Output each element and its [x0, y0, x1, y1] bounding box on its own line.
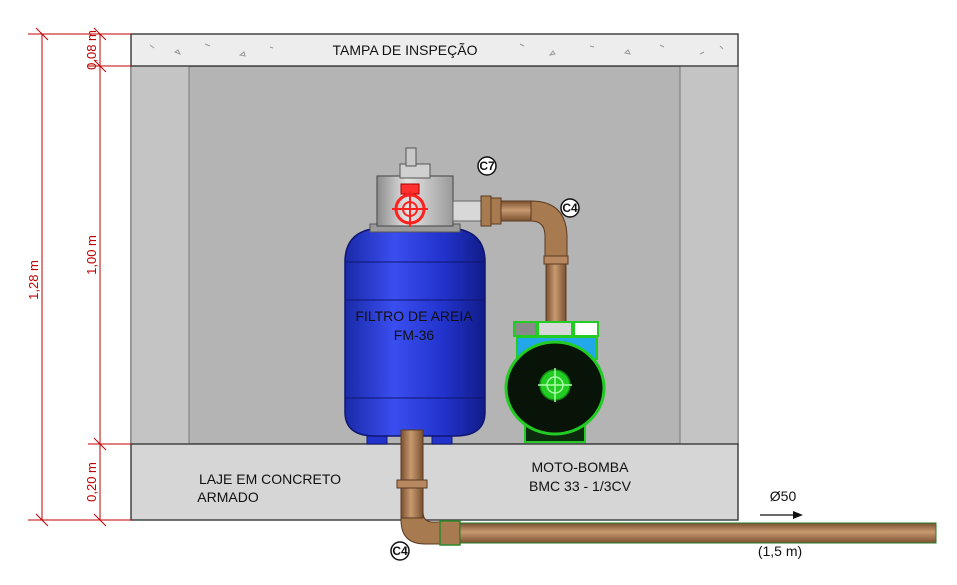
dimension-slab: 0,20 m — [84, 462, 99, 502]
dimension-lines — [28, 27, 131, 527]
concrete-slab: LAJE EM CONCRETO ARMADO MOTO-BOMBA BMC 3… — [130, 443, 739, 521]
selector-valve-icon — [392, 183, 428, 227]
callout-c4-top: C4 — [560, 198, 580, 218]
discharge-pipe — [452, 195, 569, 323]
callout-c4-bottom: C4 — [390, 541, 410, 561]
callout-c4-top-text: C4 — [562, 201, 578, 215]
slab-label-line1: LAJE EM CONCRETO — [199, 471, 341, 487]
lid-label: TAMPA DE INSPEÇÃO — [333, 42, 478, 58]
callout-c7-text: C7 — [479, 159, 495, 173]
filter-label-line2: FM-36 — [394, 327, 435, 343]
motor-pump — [504, 321, 606, 443]
pump-label-line1: MOTO-BOMBA — [532, 459, 630, 475]
pipe-diameter-label: Ø50 — [770, 488, 797, 504]
inspection-lid: TAMPA DE INSPEÇÃO — [130, 33, 739, 67]
sand-filter: FILTRO DE AREIA FM-36 — [344, 147, 486, 445]
callout-c4-bottom-text: C4 — [392, 544, 408, 558]
dimension-lid: 0,08 m — [84, 30, 99, 70]
dimension-chamber: 1,00 m — [84, 235, 99, 275]
pump-label-line2: BMC 33 - 1/3CV — [529, 478, 632, 494]
callout-c7: C7 — [477, 156, 497, 176]
dimension-total: 1,28 m — [26, 260, 41, 300]
pump-impeller-icon — [538, 368, 572, 402]
filter-label-line1: FILTRO DE AREIA — [355, 308, 473, 324]
pipe-annotation: Ø50 (1,5 m) — [758, 488, 803, 559]
drain-pipe — [396, 429, 937, 546]
pipe-length-label: (1,5 m) — [758, 543, 802, 559]
slab-label-line2: ARMADO — [197, 489, 259, 505]
